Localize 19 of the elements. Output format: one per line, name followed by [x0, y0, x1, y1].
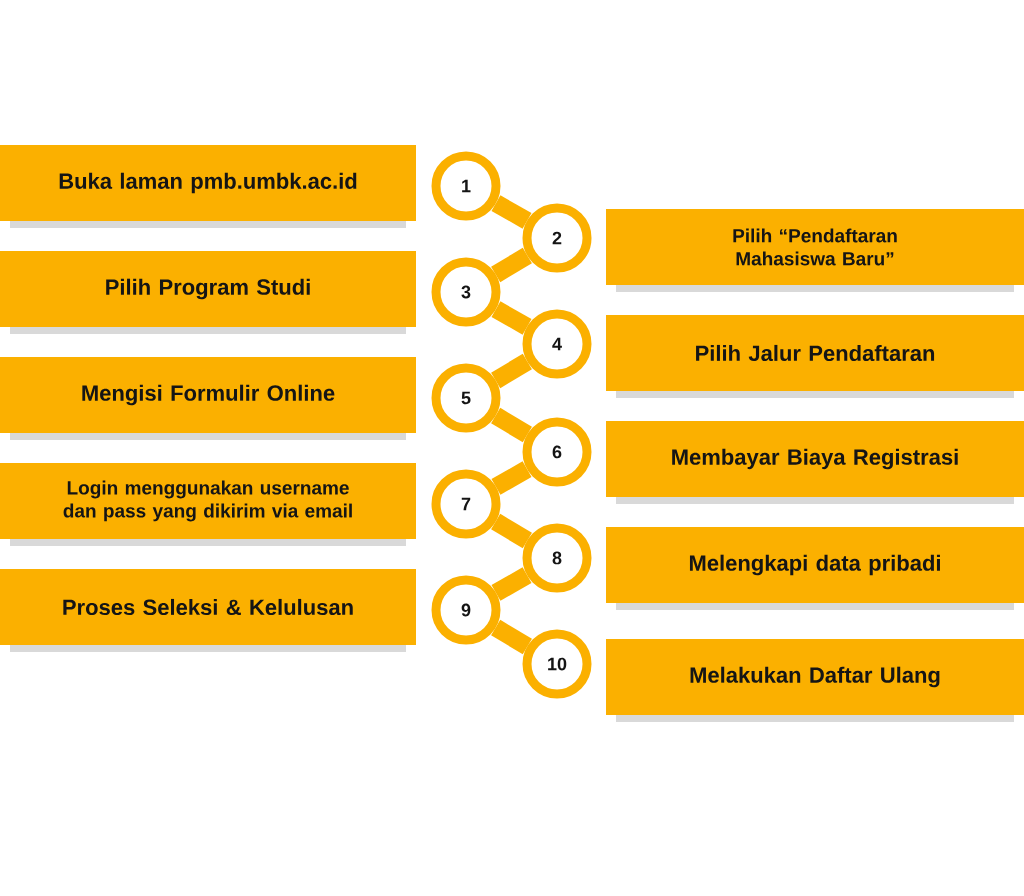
chain-link	[491, 195, 532, 229]
step-banner: Buka laman pmb.umbk.ac.id	[0, 145, 416, 221]
step-banner: Pilih Jalur Pendaftaran	[606, 315, 1024, 391]
chain-link	[491, 461, 532, 495]
chain-link	[491, 513, 532, 549]
chain-link	[491, 407, 532, 443]
step-banner: Pilih “Pendaftaran Mahasiswa Baru”	[606, 209, 1024, 285]
step-banner: Melakukan Daftar Ulang	[606, 639, 1024, 715]
chain-link	[491, 353, 532, 389]
chain-link	[491, 247, 532, 283]
step-banner: Mengisi Formulir Online	[0, 357, 416, 433]
step-banner: Login menggunakan username dan pass yang dikirim via email	[0, 463, 416, 539]
chain-link	[491, 567, 532, 601]
step-banner: Proses Seleksi & Kelulusan	[0, 569, 416, 645]
chain-link	[491, 619, 532, 655]
step-banner: Pilih Program Studi	[0, 251, 416, 327]
chain-link	[491, 301, 532, 335]
step-banner: Melengkapi data pribadi	[606, 527, 1024, 603]
step-banner: Membayar Biaya Registrasi	[606, 421, 1024, 497]
